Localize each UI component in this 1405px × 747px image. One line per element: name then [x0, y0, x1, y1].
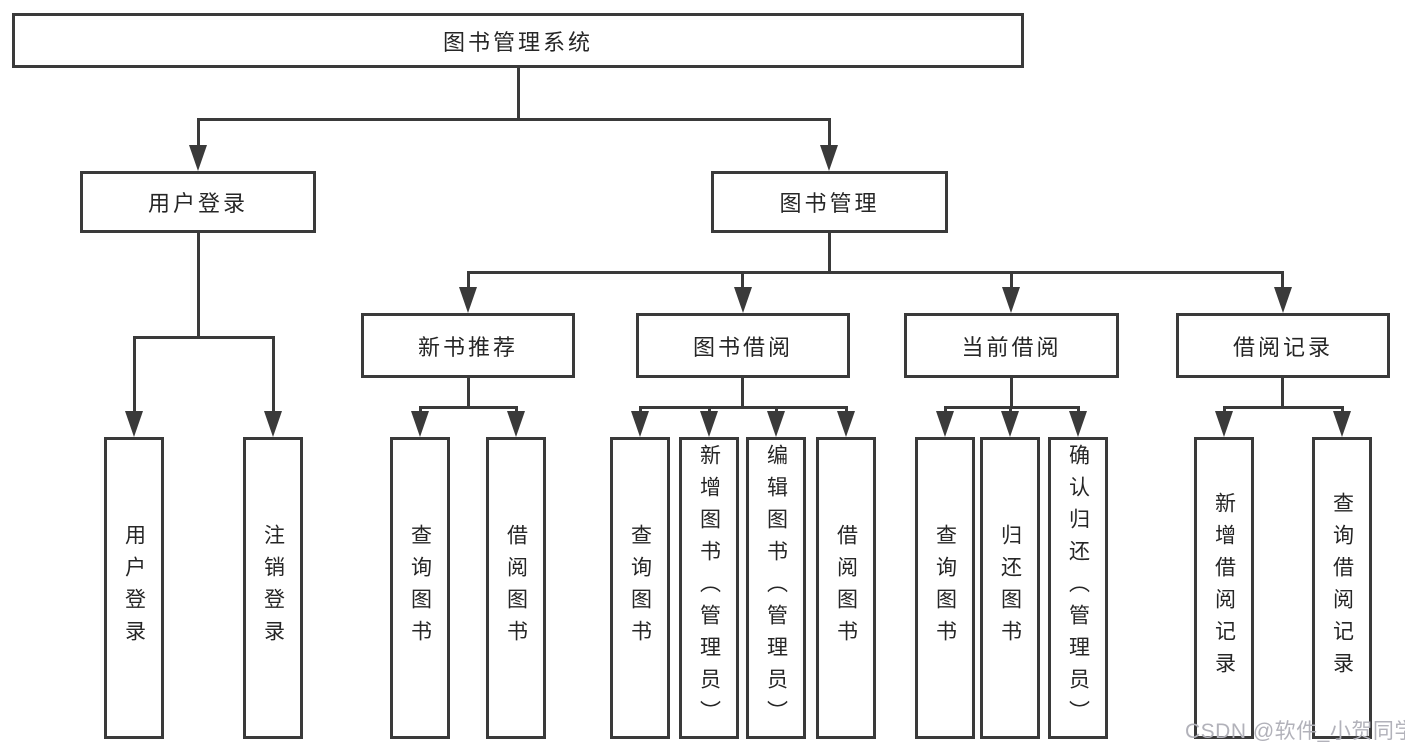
leaf-add-book: 新增图书（管理员）: [679, 437, 739, 739]
leaf-add-borrow-record-label: 新增借阅记录: [1212, 492, 1236, 684]
leaf-query-book-borrow-label: 查询图书: [628, 524, 652, 652]
connector-shaft: [197, 118, 200, 150]
leaf-add-borrow-record: 新增借阅记录: [1194, 437, 1254, 739]
connector-shaft: [1341, 406, 1344, 414]
node-user-login-label: 用户登录: [147, 191, 248, 216]
connector-book-borrow-stem: [741, 376, 744, 406]
leaf-query-borrow-record: 查询借阅记录: [1312, 437, 1372, 739]
leaf-return-book-label: 归还图书: [998, 524, 1022, 652]
node-book-borrow: 图书借阅: [636, 313, 850, 378]
leaf-borrow-book-recommend-label: 借阅图书: [504, 524, 528, 652]
node-root: 图书管理系统: [12, 13, 1024, 68]
leaf-edit-book: 编辑图书（管理员）: [746, 437, 806, 739]
connector-shaft: [775, 406, 778, 414]
leaf-logout-label: 注销登录: [261, 524, 285, 652]
connector-borrow-record-rail: [1223, 406, 1343, 409]
connector-shaft: [1010, 271, 1013, 290]
leaf-query-book-current-label: 查询图书: [933, 524, 957, 652]
connector-shaft: [133, 336, 136, 414]
arrow-head: [507, 411, 525, 437]
leaf-user-login: 用户登录: [104, 437, 164, 739]
connector-root-stem: [517, 67, 520, 118]
connector-shaft: [944, 406, 947, 414]
node-new-book-recommend-label: 新书推荐: [417, 334, 518, 360]
arrow-head: [411, 411, 429, 437]
node-borrow-record-label: 借阅记录: [1232, 334, 1333, 360]
connector-user-login-rail: [133, 336, 274, 339]
node-new-book-recommend: 新书推荐: [361, 313, 575, 378]
arrow-head: [837, 411, 855, 437]
leaf-borrow-book-recommend: 借阅图书: [486, 437, 546, 739]
arrow-head: [767, 411, 785, 437]
connector-new-book-recommend-rail: [419, 406, 517, 409]
connector-shaft: [1223, 406, 1226, 414]
leaf-add-book-label: 新增图书（管理员）: [697, 444, 721, 732]
arrow-head: [1215, 411, 1233, 437]
connector-shaft: [1009, 406, 1012, 414]
arrow-head: [1069, 411, 1087, 437]
connector-shaft: [467, 271, 470, 290]
leaf-query-borrow-record-label: 查询借阅记录: [1330, 492, 1354, 684]
arrow-head: [1333, 411, 1351, 437]
connector-shaft: [828, 118, 831, 150]
connector-shaft: [272, 336, 275, 414]
arrow-head: [459, 287, 477, 313]
leaf-query-book-borrow: 查询图书: [610, 437, 670, 739]
connector-shaft: [845, 406, 848, 414]
connector-book-management-rail: [467, 271, 1284, 274]
node-current-borrow-label: 当前借阅: [961, 334, 1062, 360]
arrow-head: [1274, 287, 1292, 313]
node-book-management-label: 图书管理: [779, 191, 880, 216]
connector-shaft: [515, 406, 518, 414]
arrow-head: [700, 411, 718, 437]
leaf-user-login-label: 用户登录: [122, 524, 146, 652]
node-user-login: 用户登录: [80, 171, 316, 233]
leaf-query-book-recommend: 查询图书: [390, 437, 450, 739]
leaf-confirm-return: 确认归还（管理员）: [1048, 437, 1108, 739]
connector-shaft: [419, 406, 422, 414]
csdn-watermark: CSDN @软件_小贺同学: [1185, 720, 1405, 743]
leaf-logout: 注销登录: [243, 437, 303, 739]
node-borrow-record: 借阅记录: [1176, 313, 1390, 378]
connector-shaft: [741, 271, 744, 290]
connector-borrow-record-stem: [1281, 376, 1284, 406]
connector-shaft: [639, 406, 642, 414]
connector-shaft: [1281, 271, 1284, 290]
arrow-head: [734, 287, 752, 313]
node-root-label: 图书管理系统: [442, 29, 593, 55]
node-book-borrow-label: 图书借阅: [692, 334, 793, 360]
arrow-head: [1001, 411, 1019, 437]
leaf-query-book-current: 查询图书: [915, 437, 975, 739]
leaf-borrow-book-borrow-label: 借阅图书: [834, 524, 858, 652]
arrow-head: [631, 411, 649, 437]
connector-book-management-stem: [828, 231, 831, 271]
arrow-head: [189, 145, 207, 171]
connector-new-book-recommend-stem: [467, 376, 470, 406]
connector-shaft: [708, 406, 711, 414]
leaf-confirm-return-label: 确认归还（管理员）: [1066, 444, 1090, 732]
connector-current-borrow-stem: [1010, 376, 1013, 406]
arrow-head: [125, 411, 143, 437]
arrow-head: [820, 145, 838, 171]
arrow-head: [936, 411, 954, 437]
connector-root-rail: [197, 118, 831, 121]
node-book-management: 图书管理: [711, 171, 948, 233]
leaf-return-book: 归还图书: [980, 437, 1040, 739]
leaf-query-book-recommend-label: 查询图书: [408, 524, 432, 652]
arrow-head: [1002, 287, 1020, 313]
connector-user-login-stem: [197, 231, 200, 336]
connector-book-borrow-rail: [639, 406, 847, 409]
leaf-edit-book-label: 编辑图书（管理员）: [764, 444, 788, 732]
connector-shaft: [1077, 406, 1080, 414]
leaf-borrow-book-borrow: 借阅图书: [816, 437, 876, 739]
node-current-borrow: 当前借阅: [904, 313, 1119, 378]
arrow-head: [264, 411, 282, 437]
